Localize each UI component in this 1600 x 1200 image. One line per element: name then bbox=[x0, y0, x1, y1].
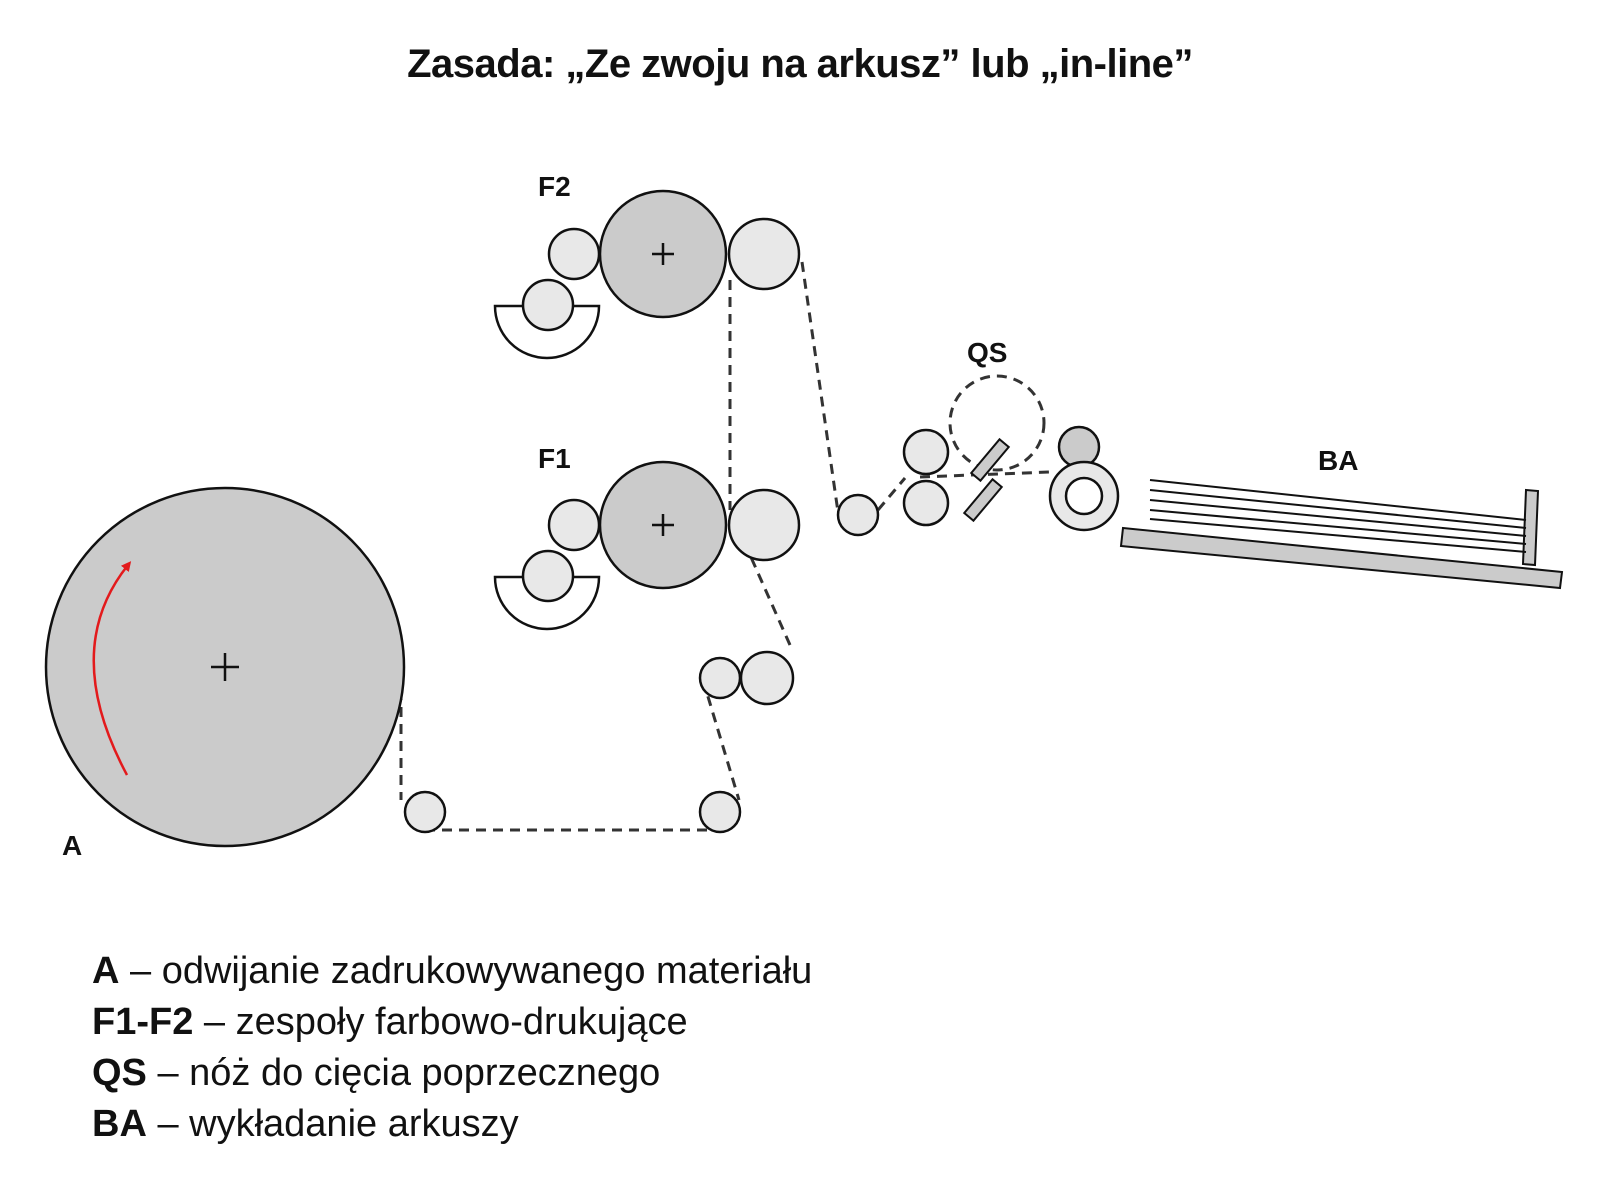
legend-text: – wykładanie arkuszy bbox=[157, 1103, 519, 1145]
legend-text: – odwijanie zadrukowywanego materiału bbox=[130, 950, 813, 992]
roller bbox=[727, 217, 801, 291]
label-A: A bbox=[62, 830, 82, 861]
cross-cutter-QS bbox=[902, 374, 1120, 532]
legend-key: QS bbox=[92, 1052, 147, 1094]
unwind-roll-A bbox=[44, 486, 406, 848]
legend-key: BA bbox=[92, 1103, 147, 1145]
ink-tray bbox=[493, 575, 601, 631]
roller bbox=[521, 549, 575, 603]
legend-row-BA: BA – wykładanie arkuszy bbox=[92, 1099, 812, 1150]
guide-roll bbox=[698, 790, 742, 834]
legend: A – odwijanie zadrukowywanego materiału … bbox=[92, 946, 812, 1150]
label-F1: F1 bbox=[538, 443, 571, 474]
lower-knife bbox=[962, 477, 1004, 523]
legend-text: – zespoły farbowo-drukujące bbox=[203, 1001, 688, 1043]
diagram-shape bbox=[1149, 518, 1527, 553]
diagram-shape bbox=[1149, 509, 1527, 545]
roller bbox=[948, 374, 1046, 472]
roller bbox=[1057, 425, 1101, 469]
diagram-shape bbox=[1149, 489, 1527, 529]
roller bbox=[902, 428, 950, 476]
roller bbox=[1064, 476, 1104, 516]
guide-roll bbox=[739, 650, 795, 706]
guide-roll bbox=[698, 656, 742, 700]
ink-tray bbox=[493, 304, 601, 360]
guide-roll bbox=[836, 493, 880, 537]
roller bbox=[727, 488, 801, 562]
guide-roll bbox=[403, 790, 447, 834]
diagram-shape bbox=[1149, 499, 1527, 537]
label-QS: QS bbox=[967, 337, 1007, 368]
print-unit-F2 bbox=[493, 189, 801, 360]
legend-row-A: A – odwijanie zadrukowywanego materiału bbox=[92, 946, 812, 997]
roller bbox=[902, 479, 950, 527]
web-path bbox=[399, 261, 1051, 832]
print-unit-F1 bbox=[493, 460, 801, 631]
rotation-arrow-icon bbox=[92, 561, 132, 776]
roller bbox=[521, 278, 575, 332]
sheet-stack bbox=[1149, 479, 1527, 553]
sheet-stop bbox=[1521, 488, 1540, 567]
label-BA: BA bbox=[1318, 445, 1358, 476]
delivery-table bbox=[1119, 526, 1564, 590]
legend-row-QS: QS – nóż do cięcia poprzecznego bbox=[92, 1048, 812, 1099]
diagram-title: Zasada: „Ze zwoju na arkusz” lub „in-lin… bbox=[407, 42, 1193, 86]
upper-knife bbox=[969, 437, 1011, 483]
diagram-shape bbox=[1149, 479, 1527, 521]
label-F2: F2 bbox=[538, 171, 571, 202]
legend-row-F1-F2: F1-F2 – zespoły farbowo-drukujące bbox=[92, 997, 812, 1048]
sheet-delivery-BA bbox=[1119, 479, 1564, 590]
legend-key: A bbox=[92, 950, 120, 992]
legend-text: – nóż do cięcia poprzecznego bbox=[157, 1052, 661, 1094]
roller bbox=[547, 227, 601, 281]
legend-key: F1-F2 bbox=[92, 1001, 194, 1043]
roller bbox=[547, 498, 601, 552]
